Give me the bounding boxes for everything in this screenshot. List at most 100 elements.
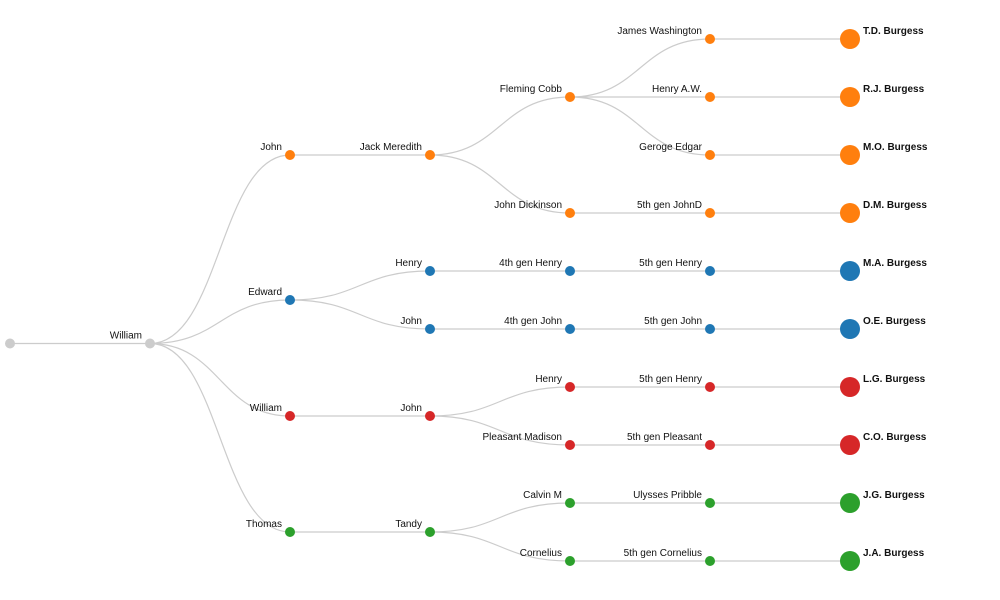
node-label: Fleming Cobb <box>500 84 563 95</box>
leaf-node-marker[interactable] <box>840 29 860 49</box>
link-tandy-to-calvin-m <box>429 502 571 533</box>
tree-node-5th-gen-henry[interactable]: 5th gen Henry <box>639 258 715 276</box>
tree-node-ulysses-pribble[interactable]: Ulysses Pribble <box>633 490 715 508</box>
node-marker[interactable] <box>425 266 435 276</box>
node-marker[interactable] <box>285 150 295 160</box>
node-marker[interactable] <box>425 411 435 421</box>
node-marker[interactable] <box>425 150 435 160</box>
tree-node-5th-gen-henry[interactable]: 5th gen Henry <box>639 374 715 392</box>
tree-node-william[interactable]: William <box>250 403 295 421</box>
node-marker[interactable] <box>285 411 295 421</box>
link-edward-to-henry <box>289 270 431 301</box>
tree-node-edward[interactable]: Edward <box>248 287 295 305</box>
tree-node-william[interactable]: William <box>110 331 155 349</box>
leaf-node-l-g-burgess[interactable]: L.G. Burgess <box>840 374 926 397</box>
node-marker[interactable] <box>565 382 575 392</box>
leaf-node-j-g-burgess[interactable]: J.G. Burgess <box>840 490 925 513</box>
tree-node-pleasant-madison[interactable]: Pleasant Madison <box>483 432 576 450</box>
node-marker[interactable] <box>705 208 715 218</box>
leaf-node-o-e-burgess[interactable]: O.E. Burgess <box>840 316 926 339</box>
node-label: Geroge Edgar <box>639 142 702 153</box>
leaf-node-marker[interactable] <box>840 203 860 223</box>
tree-node-james-washington[interactable]: James Washington <box>617 26 715 44</box>
leaf-node-marker[interactable] <box>840 551 860 571</box>
node-label: John <box>260 142 282 153</box>
node-marker[interactable] <box>705 440 715 450</box>
tree-node-john-dickinson[interactable]: John Dickinson <box>494 200 575 218</box>
leaf-label: O.E. Burgess <box>863 316 926 327</box>
node-label: Henry <box>535 374 562 385</box>
node-marker[interactable] <box>565 498 575 508</box>
tree-node-jack-meredith[interactable]: Jack Meredith <box>360 142 435 160</box>
leaf-node-c-o-burgess[interactable]: C.O. Burgess <box>840 432 927 455</box>
node-marker[interactable] <box>705 92 715 102</box>
leaf-label: R.J. Burgess <box>863 84 925 95</box>
leaf-node-marker[interactable] <box>840 377 860 397</box>
tree-node-cornelius[interactable]: Cornelius <box>520 548 575 566</box>
tree-node-5th-gen-john[interactable]: 5th gen John <box>644 316 715 334</box>
node-marker[interactable] <box>565 208 575 218</box>
tree-node-4th-gen-henry[interactable]: 4th gen Henry <box>499 258 575 276</box>
node-marker[interactable] <box>705 498 715 508</box>
tree-node-john[interactable]: John <box>400 403 435 421</box>
tree-node-john[interactable]: John <box>260 142 295 160</box>
node-marker[interactable] <box>705 324 715 334</box>
tree-node-5th-gen-cornelius[interactable]: 5th gen Cornelius <box>624 548 715 566</box>
node-marker[interactable] <box>285 295 295 305</box>
link-fleming-cobb-to-james-washington <box>569 38 711 98</box>
tree-node-5th-gen-pleasant[interactable]: 5th gen Pleasant <box>627 432 715 450</box>
node-marker[interactable] <box>705 382 715 392</box>
tree-node-tandy[interactable]: Tandy <box>395 519 435 537</box>
leaf-label: T.D. Burgess <box>863 26 924 37</box>
node-marker[interactable] <box>565 440 575 450</box>
link-john-to-henry <box>429 386 571 417</box>
leaf-node-marker[interactable] <box>840 319 860 339</box>
leaf-node-marker[interactable] <box>840 261 860 281</box>
tree-node-root[interactable] <box>5 338 15 349</box>
node-marker[interactable] <box>425 324 435 334</box>
leaf-node-marker[interactable] <box>840 435 860 455</box>
tree-node-thomas[interactable]: Thomas <box>246 519 295 537</box>
tree-node-calvin-m[interactable]: Calvin M <box>523 490 575 508</box>
leaf-label: M.A. Burgess <box>863 258 927 269</box>
node-label: 5th gen Henry <box>639 374 702 385</box>
tree-node-5th-gen-johnd[interactable]: 5th gen JohnD <box>637 200 715 218</box>
leaf-node-d-m-burgess[interactable]: D.M. Burgess <box>840 200 927 223</box>
leaf-node-t-d-burgess[interactable]: T.D. Burgess <box>840 26 924 49</box>
tree-node-fleming-cobb[interactable]: Fleming Cobb <box>500 84 575 102</box>
leaf-node-m-o-burgess[interactable]: M.O. Burgess <box>840 142 928 165</box>
leaf-node-marker[interactable] <box>840 145 860 165</box>
node-label: John Dickinson <box>494 200 562 211</box>
tree-node-4th-gen-john[interactable]: 4th gen John <box>504 316 575 334</box>
node-marker[interactable] <box>705 556 715 566</box>
node-marker[interactable] <box>145 338 155 349</box>
node-label: 5th gen Pleasant <box>627 432 702 443</box>
node-marker[interactable] <box>705 266 715 276</box>
tree-node-geroge-edgar[interactable]: Geroge Edgar <box>639 142 715 160</box>
node-marker[interactable] <box>425 527 435 537</box>
tree-node-henry[interactable]: Henry <box>395 258 435 276</box>
node-label: John <box>400 316 422 327</box>
link-william-to-edward <box>149 299 291 345</box>
node-label: Cornelius <box>520 548 562 559</box>
leaf-node-j-a-burgess[interactable]: J.A. Burgess <box>840 548 925 571</box>
node-label: Tandy <box>395 519 422 530</box>
node-marker[interactable] <box>565 324 575 334</box>
tree-node-john[interactable]: John <box>400 316 435 334</box>
node-marker[interactable] <box>565 556 575 566</box>
leaf-label: J.G. Burgess <box>863 490 925 501</box>
leaf-node-marker[interactable] <box>840 87 860 107</box>
node-marker[interactable] <box>565 266 575 276</box>
node-marker[interactable] <box>705 150 715 160</box>
tree-node-henry[interactable]: Henry <box>535 374 575 392</box>
leaf-label: M.O. Burgess <box>863 142 928 153</box>
leaf-node-marker[interactable] <box>840 493 860 513</box>
leaf-node-m-a-burgess[interactable]: M.A. Burgess <box>840 258 927 281</box>
tree-node-henry-a-w[interactable]: Henry A.W. <box>652 84 715 102</box>
node-marker[interactable] <box>705 34 715 44</box>
node-marker[interactable] <box>5 338 15 349</box>
leaf-node-r-j-burgess[interactable]: R.J. Burgess <box>840 84 925 107</box>
node-marker[interactable] <box>285 527 295 537</box>
node-marker[interactable] <box>565 92 575 102</box>
